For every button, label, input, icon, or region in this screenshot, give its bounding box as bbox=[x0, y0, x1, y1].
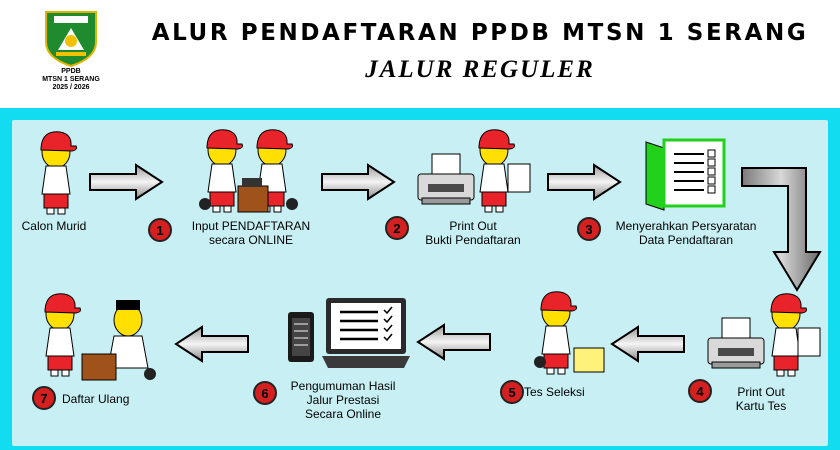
step-4-line1: Print Out bbox=[737, 385, 785, 399]
step-badge-7: 7 bbox=[32, 386, 56, 410]
step-number-4: 4 bbox=[696, 384, 704, 399]
step-label-5: Tes Seleksi bbox=[524, 385, 614, 399]
arrow-left-4 bbox=[611, 326, 685, 362]
logo-line-school: MTSN 1 SERANG bbox=[42, 76, 100, 83]
step-label-6: Pengumuman Hasil Jalur Prestasi Secara O… bbox=[280, 379, 406, 421]
calon-murid-figure bbox=[40, 131, 77, 215]
step-6-line1: Pengumuman Hasil bbox=[290, 379, 396, 393]
step-3-line2: Data Pendaftaran bbox=[638, 233, 734, 247]
step-badge-6: 6 bbox=[253, 381, 277, 405]
step-label-calon-murid: Calon Murid bbox=[8, 219, 100, 233]
step-label-2: Print Out Bukti Pendaftaran bbox=[410, 219, 536, 247]
step-7-line1: Daftar Ulang bbox=[62, 392, 130, 406]
step-number-5: 5 bbox=[508, 385, 515, 400]
step-6-line2: Jalur Prestasi bbox=[306, 393, 380, 407]
step-label-7: Daftar Ulang bbox=[62, 392, 152, 406]
print-bukti-figure bbox=[417, 129, 531, 213]
logo-line-year: 2025 / 2026 bbox=[52, 84, 90, 91]
madrasah-logo bbox=[45, 11, 97, 68]
step-number-3: 3 bbox=[585, 222, 592, 237]
print-kartu-tes-figure bbox=[707, 293, 821, 377]
step-6-line3: Secara Online bbox=[304, 407, 382, 421]
arrow-left-6 bbox=[175, 326, 249, 362]
step-badge-5: 5 bbox=[500, 380, 524, 404]
step-badge-3: 3 bbox=[577, 217, 601, 241]
logo-line-ppdb: PPDB bbox=[61, 68, 81, 75]
tes-seleksi-figure bbox=[534, 291, 605, 375]
arrow-right-3 bbox=[547, 164, 621, 200]
step-number-2: 2 bbox=[393, 221, 400, 236]
step-badge-4: 4 bbox=[688, 379, 712, 403]
step-number-1: 1 bbox=[156, 223, 163, 238]
step-1-line1: Input PENDAFTARAN bbox=[191, 219, 311, 233]
step-badge-2: 2 bbox=[385, 216, 409, 240]
logo-caption: PPDB MTSN 1 SERANG 2025 / 2026 bbox=[28, 68, 114, 92]
berkas-persyaratan-figure bbox=[645, 138, 726, 211]
step-label-4: Print Out Kartu Tes bbox=[716, 385, 806, 413]
header: PPDB MTSN 1 SERANG 2025 / 2026 ALUR PEND… bbox=[0, 0, 840, 108]
arrow-left-5 bbox=[417, 324, 491, 360]
arrow-right-2 bbox=[321, 164, 395, 200]
step-5-line1: Tes Seleksi bbox=[524, 385, 585, 399]
step-badge-1: 1 bbox=[148, 218, 172, 242]
step-label-1: Input PENDAFTARAN secara ONLINE bbox=[176, 219, 326, 247]
step-2-line2: Bukti Pendaftaran bbox=[425, 233, 521, 247]
daftar-ulang-figure bbox=[44, 293, 156, 381]
page-title: ALUR PENDAFTARAN PPDB MTSN 1 SERANG bbox=[151, 20, 809, 46]
arrow-right-1 bbox=[89, 164, 163, 200]
input-online-figure bbox=[199, 129, 298, 213]
step-4-line2: Kartu Tes bbox=[735, 399, 787, 413]
step-number-7: 7 bbox=[40, 391, 47, 406]
arrow-turn-down bbox=[741, 167, 822, 292]
step-label-3: Menyerahkan Persyaratan Data Pendaftaran bbox=[602, 219, 770, 247]
page-subtitle: JALUR REGULER bbox=[365, 56, 595, 83]
step-1-line2: secara ONLINE bbox=[208, 233, 294, 247]
pengumuman-online-figure bbox=[288, 298, 410, 368]
step-0-line1: Calon Murid bbox=[21, 219, 87, 233]
step-number-6: 6 bbox=[261, 386, 268, 401]
step-2-line1: Print Out bbox=[449, 219, 497, 233]
step-3-line1: Menyerahkan Persyaratan bbox=[615, 219, 757, 233]
